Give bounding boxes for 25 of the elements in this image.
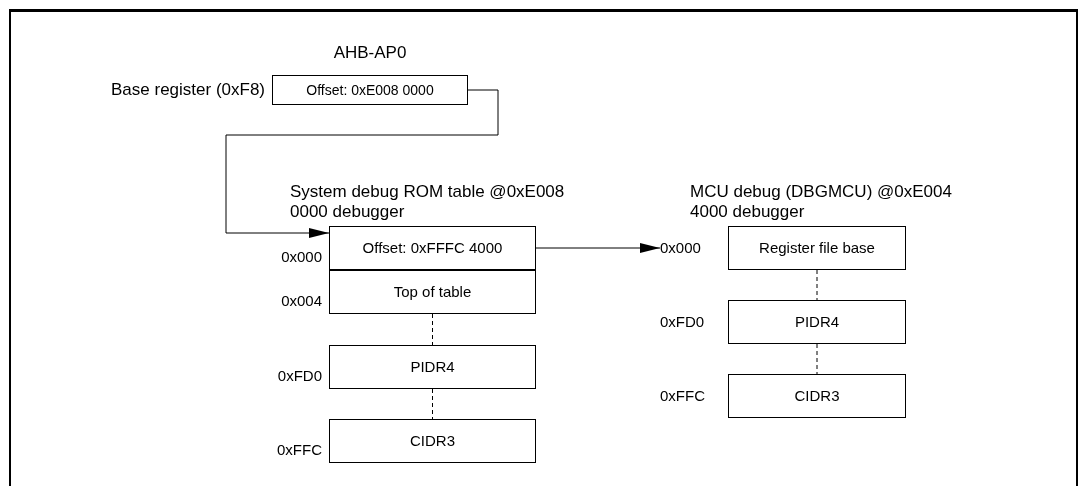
dashed-connector bbox=[816, 269, 818, 301]
table-heading: System debug ROM table @0xE008 0000 debugger bbox=[290, 182, 566, 222]
address-label: 0xFD0 bbox=[277, 366, 322, 386]
address-label: 0x000 bbox=[660, 239, 701, 256]
table-heading: MCU debug (DBGMCU) @0xE004 4000 debugger bbox=[690, 182, 953, 222]
address-label: 0x004 bbox=[281, 291, 322, 311]
address-label: Base register (0xF8) bbox=[111, 79, 265, 102]
register-text: Offset: 0xFFFC 4000 bbox=[362, 237, 503, 258]
address-label: 0xFFC bbox=[277, 440, 322, 460]
address-label: 0xFD0 bbox=[660, 313, 705, 330]
register-text: Top of table bbox=[393, 281, 472, 302]
dashed-connector bbox=[816, 343, 818, 375]
address-label: 0x000 bbox=[281, 247, 322, 267]
register-text: PIDR4 bbox=[410, 356, 455, 377]
address-label: 0xFFC bbox=[660, 387, 705, 404]
dashed-connector bbox=[432, 388, 433, 420]
register-text: CIDR3 bbox=[794, 385, 840, 406]
register-text: CIDR3 bbox=[410, 430, 455, 451]
arrow bbox=[225, 89, 499, 238]
register-text: PIDR4 bbox=[794, 311, 840, 332]
table-heading: AHB-AP0 bbox=[332, 42, 408, 64]
arrow bbox=[535, 243, 661, 253]
register-text: Register file base bbox=[759, 237, 875, 258]
register-text: Offset: 0xE008 0000 bbox=[306, 80, 434, 100]
dashed-connector bbox=[432, 313, 433, 346]
